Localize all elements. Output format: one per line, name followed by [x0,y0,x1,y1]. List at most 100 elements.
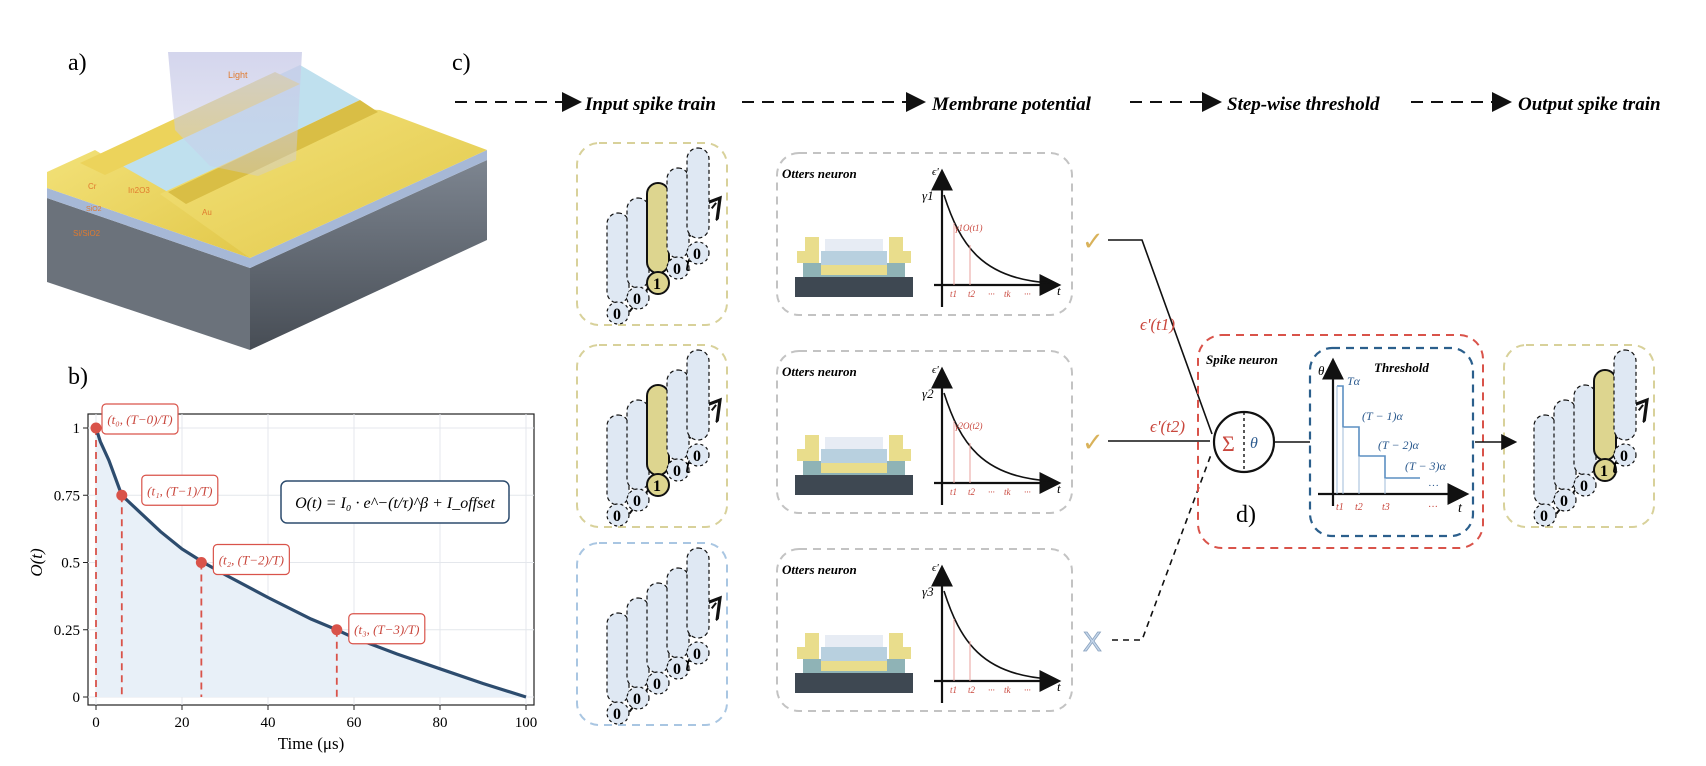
marker-label: (t₃, (T−3)/T) [354,622,419,637]
spike-digit: 0 [673,661,681,678]
panel-c: c) Input spike train Membrane potential … [452,50,1661,726]
spike-pill [606,414,630,506]
theta-symbol: θ [1250,435,1258,452]
marker-label-box [141,474,219,506]
spike-digit: 0 [1560,493,1568,510]
pipeline-threshold: Step-wise threshold [1227,94,1380,115]
spike-pill [1593,369,1617,461]
marker-label: (t₁, (T−1)/T) [147,483,212,498]
threshold-title: Threshold [1374,360,1429,375]
check-mark-2: ✓ [1082,427,1104,457]
neuron-title: Otters neuron [782,166,857,181]
spike-pill [666,369,690,461]
spike-digit: 0 [693,246,701,263]
gamma-label: γ2 [922,386,934,401]
spike-digit: 1 [1600,463,1608,480]
spike-digit: 0 [693,448,701,465]
connection-label-1: ϵ'(t1) [1140,315,1175,334]
x-tick-label: 40 [261,715,276,731]
connection-label-2: ϵ'(t2) [1150,417,1185,436]
neuron-tick-label: t2 [968,487,976,497]
connections: ✓ ✓ X ϵ'(t1) ϵ'(t2) [1082,226,1213,657]
spike-pill [666,567,690,659]
spike-pill [646,582,670,674]
axis-t: t [1057,679,1061,694]
neuron-note: γ2O(t2) [955,421,983,431]
pipeline-output: Output spike train [1518,94,1661,115]
spike-digit: 1 [653,276,661,293]
light-beam [168,52,302,176]
spike-digit: 0 [633,493,641,510]
neuron-title: Otters neuron [782,364,857,379]
x-axis-label: Time (μs) [278,734,345,753]
spike-time-axis: t [685,651,692,676]
formula-text: O(t) = I₀ · e^−(t/τ)^β + I_offset [295,495,495,512]
marker-point [90,422,102,434]
threshold-tick-2: t2 [1355,502,1363,513]
marker-label-box [348,613,426,645]
neuron-tick-label: tk [1004,487,1012,497]
spike-pill [1613,349,1637,441]
spike-digit: 0 [673,261,681,278]
spike-digit: 0 [653,676,661,693]
spike-digit: 0 [613,306,621,323]
threshold-axis-theta: θ [1318,363,1325,378]
pipeline-input: Input spike train [584,94,716,115]
spike-digit: 0 [613,706,621,723]
x-tick-label: 20 [175,715,190,731]
marker-point [331,624,343,636]
neuron-tick-label: ··· [988,685,995,695]
label-cr: Cr [88,182,97,191]
threshold-tick-1: t1 [1336,502,1344,513]
neuron-tick-label: t1 [950,487,957,497]
y-tick-label: 0 [73,690,81,706]
neuron-tick-label: t2 [968,289,976,299]
y-tick-label: 1 [73,421,81,437]
neuron-tick-label: ··· [1024,685,1031,695]
panel-label-c: c) [452,50,471,76]
axis-eps: ϵ' [932,166,939,178]
y-tick-label: 0.75 [54,488,80,504]
x-tick-label: 0 [92,715,100,731]
spike-pill [606,612,630,704]
panel-label-a: a) [68,50,87,76]
threshold-level-4: ··· [1428,480,1439,492]
spike-pill [1533,414,1557,506]
marker-label-box [101,403,179,435]
neuron-tick-label: ··· [988,289,995,299]
curve-area [96,428,526,697]
cross-mark: X [1083,626,1102,657]
neuron-note: γ1O(t1) [955,223,983,233]
spike-time-axis: t [685,453,692,478]
neuron-tick-label: ··· [1024,487,1031,497]
threshold-level-0: Tα [1347,374,1361,388]
neuron-tick-label: t1 [950,685,957,695]
sum-symbol: Σ [1222,431,1235,456]
threshold-level-1: (T − 1)α [1362,409,1404,423]
membrane-curve [943,392,1051,482]
spike-pill [646,182,670,274]
spike-pill [626,597,650,689]
spike-digit: 0 [1580,478,1588,495]
threshold-axis-t: t [1458,501,1463,516]
label-au: Au [202,208,212,217]
y-tick-label: 0.25 [54,623,80,639]
membrane-curve [943,194,1051,284]
spike-time-axis: t [1612,453,1619,478]
x-tick-label: 80 [433,715,448,731]
marker-label: (t₀, (T−0)/T) [107,412,172,427]
spike-digit: 0 [613,508,621,525]
x-tick-label: 100 [515,715,538,731]
spike-pill [686,349,710,441]
spike-pill [606,212,630,304]
marker-point [116,489,128,501]
spike-time-axis: t [685,251,692,276]
threshold-level-2: (T − 2)α [1378,438,1420,452]
spike-pill [666,167,690,259]
device-illustration: Light Cr In2O3 Au SiO2 Si/SiO2 [47,52,487,350]
